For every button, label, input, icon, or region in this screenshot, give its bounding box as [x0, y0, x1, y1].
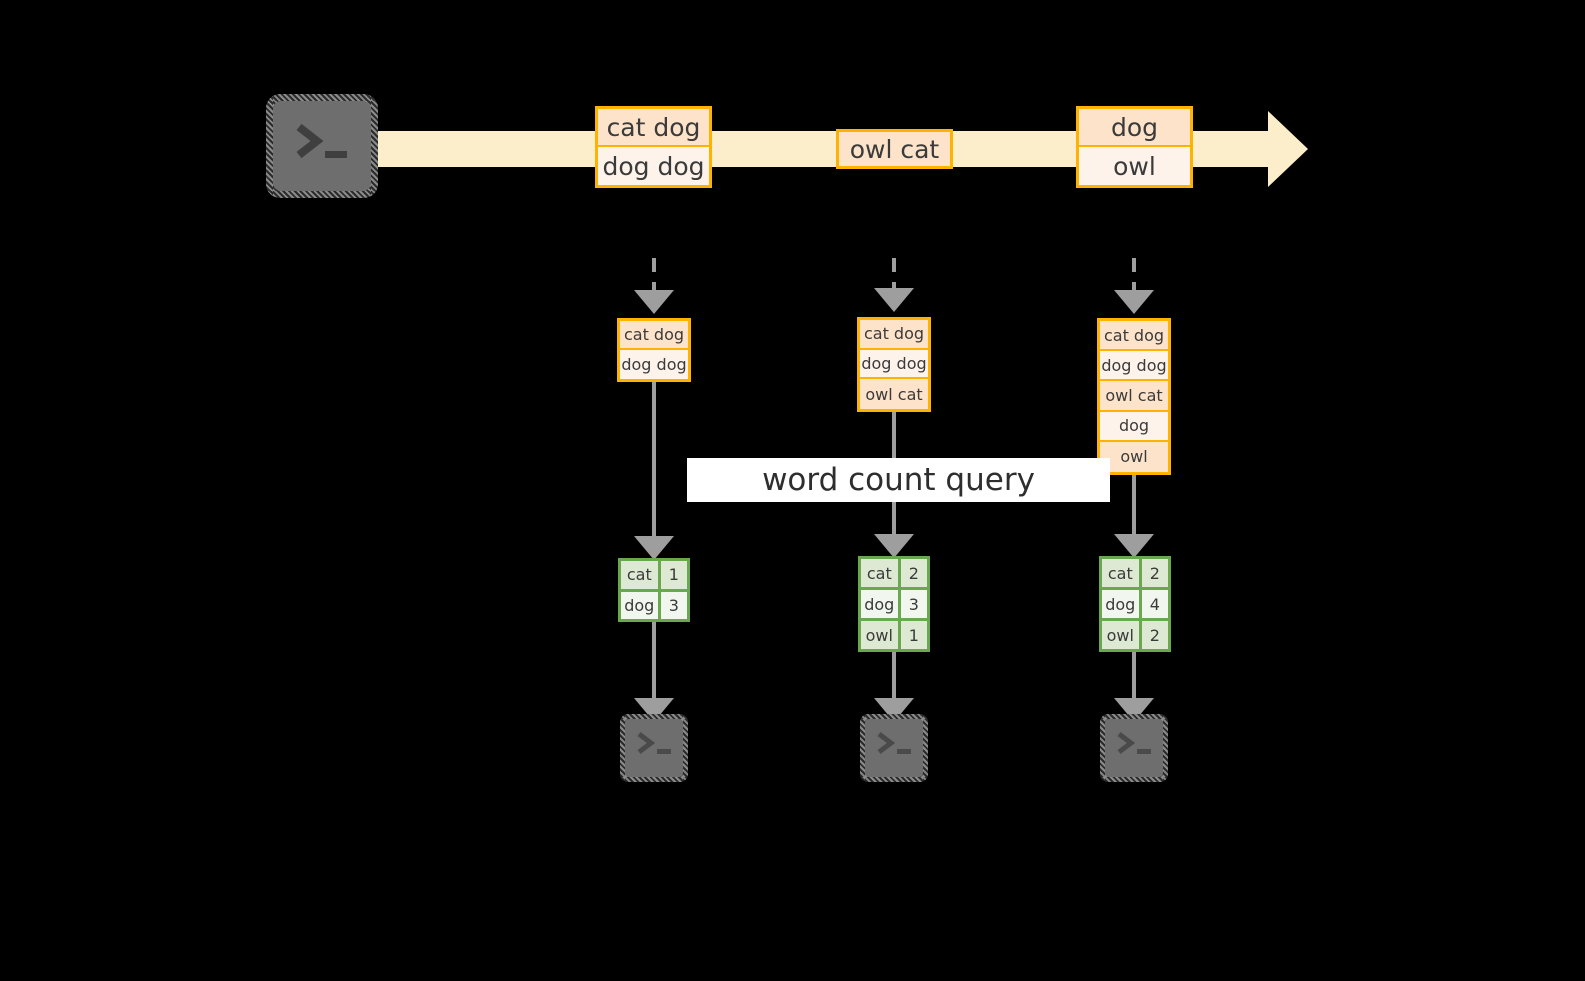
stream-message-line: owl cat	[839, 132, 950, 166]
result-word: dog	[621, 591, 661, 619]
terminal-prompt-glyph	[637, 732, 671, 754]
stream-message-2: owl cat	[836, 129, 953, 169]
stack-line: owl cat	[860, 379, 928, 409]
terminal-prompt-glyph	[1117, 732, 1151, 754]
table-row: owl 1	[861, 621, 927, 649]
table-row: dog 3	[861, 590, 927, 621]
producer-terminal-icon	[266, 94, 378, 198]
stack-line: dog dog	[620, 350, 688, 379]
result-count: 2	[1149, 563, 1160, 583]
stream-message-line: cat dog	[598, 109, 709, 147]
stream-message-line: owl	[1079, 147, 1190, 185]
stack-line: cat dog	[860, 320, 928, 350]
column-3-result-table: cat 2 dog 4 owl 2	[1099, 556, 1171, 652]
table-row: owl 2	[1102, 621, 1168, 649]
column-3-stack: cat dog dog dog owl cat dog owl	[1097, 318, 1171, 475]
column-3-consumer-terminal-icon	[1100, 714, 1168, 782]
stream-message-line: dog	[1079, 109, 1190, 147]
column-1-result-table: cat 1 dog 3	[618, 558, 690, 622]
result-word: cat	[861, 559, 901, 587]
stack-line: cat dog	[620, 321, 688, 350]
table-row: dog 3	[621, 591, 687, 619]
table-row: cat 1	[621, 561, 687, 592]
column-1-consumer-terminal-icon	[620, 714, 688, 782]
table-row: cat 2	[1102, 559, 1168, 590]
stream-message-3: dog owl	[1076, 106, 1193, 188]
result-word: cat	[1102, 559, 1142, 587]
result-count: 1	[668, 565, 679, 585]
result-word: owl	[861, 621, 901, 649]
stream-message-1: cat dog dog dog	[595, 106, 712, 188]
column-1-stack: cat dog dog dog	[617, 318, 691, 382]
query-banner-label: word count query	[762, 462, 1035, 498]
result-word: cat	[621, 561, 661, 589]
result-word: dog	[861, 590, 901, 618]
stack-line: dog dog	[860, 349, 928, 380]
result-count: 4	[1149, 594, 1160, 614]
stack-line: cat dog	[1100, 321, 1168, 352]
query-banner: word count query	[687, 458, 1110, 502]
stack-line: owl	[1100, 441, 1168, 472]
stack-line: dog dog	[1100, 351, 1168, 382]
column-2-result-table: cat 2 dog 3 owl 1	[858, 556, 930, 652]
terminal-prompt-glyph	[877, 732, 911, 754]
column-2-consumer-terminal-icon	[860, 714, 928, 782]
terminal-prompt-glyph	[296, 123, 347, 159]
result-count: 3	[908, 594, 919, 614]
result-count: 2	[908, 563, 919, 583]
result-word: dog	[1102, 590, 1142, 618]
table-row: dog 4	[1102, 590, 1168, 621]
result-count: 3	[668, 595, 679, 615]
result-count: 2	[1149, 625, 1160, 645]
result-count: 1	[908, 625, 919, 645]
stack-line: owl cat	[1100, 381, 1168, 412]
column-2-stack: cat dog dog dog owl cat	[857, 317, 931, 412]
stack-line: dog	[1100, 411, 1168, 442]
stream-message-line: dog dog	[598, 147, 709, 185]
result-word: owl	[1102, 621, 1142, 649]
table-row: cat 2	[861, 559, 927, 590]
